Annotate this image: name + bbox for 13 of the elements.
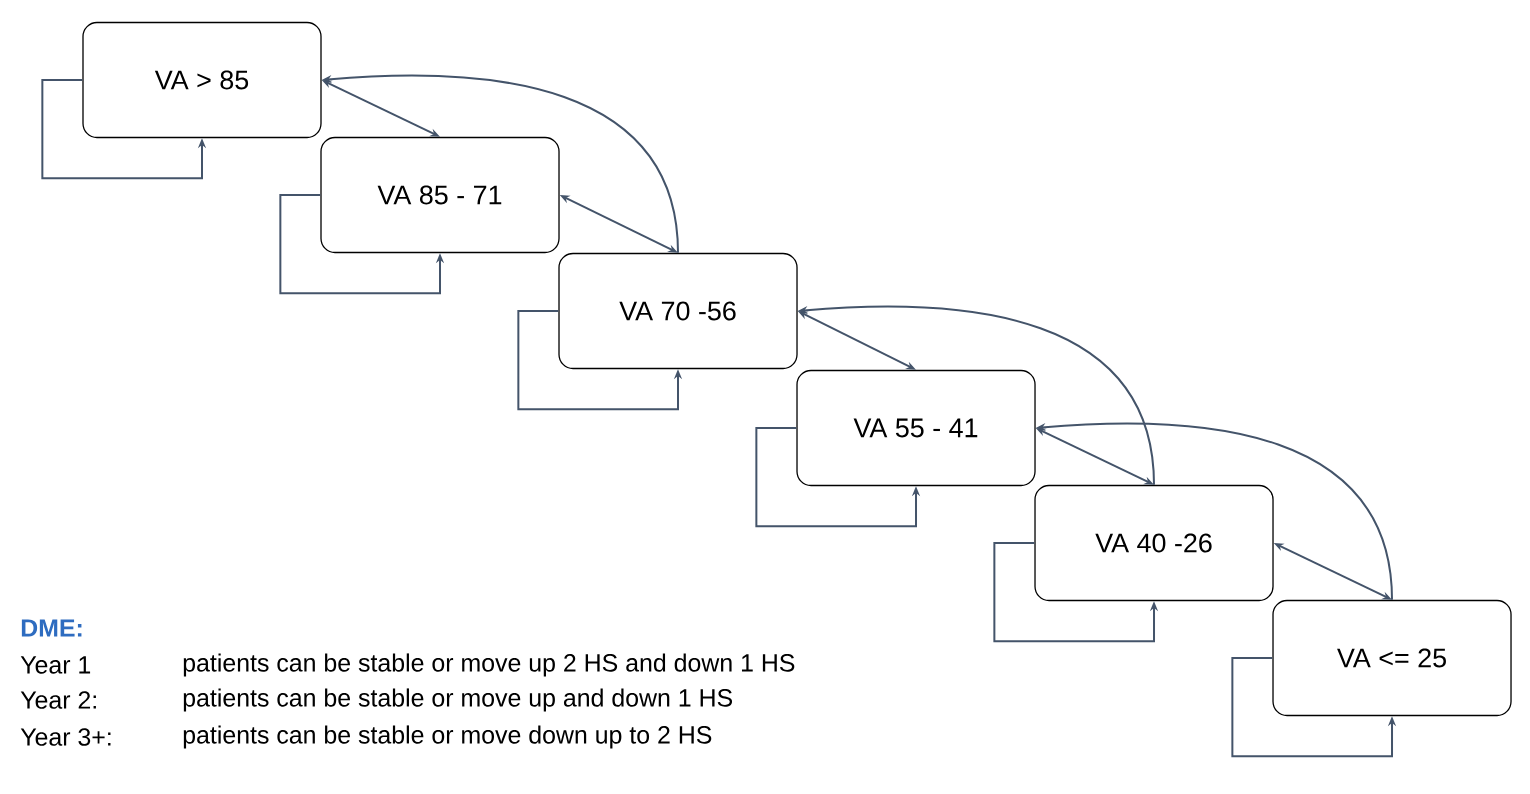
legend-text: patients can be stable or move down up to 2 HS — [183, 725, 712, 749]
legend-text: patients can be stable or move up and down 1 HS — [183, 688, 732, 712]
state-box: VA 40 -26 — [1034, 484, 1274, 602]
legend-heading: DME: — [21, 619, 82, 637]
state-box: VA 55 - 41 — [796, 369, 1036, 487]
state-box: VA 85 - 71 — [320, 136, 560, 254]
state-box: VA <= 25 — [1272, 599, 1512, 717]
state-box: VA 70 -56 — [558, 252, 798, 370]
legend-text: Year 3+: — [20, 728, 111, 746]
legend-text: Year 2: — [20, 691, 96, 709]
state-box: VA > 85 — [82, 21, 322, 139]
legend-text: patients can be stable or move up 2 HS and down 1 HS — [183, 653, 795, 677]
legend-text: Year 1 — [20, 656, 91, 674]
